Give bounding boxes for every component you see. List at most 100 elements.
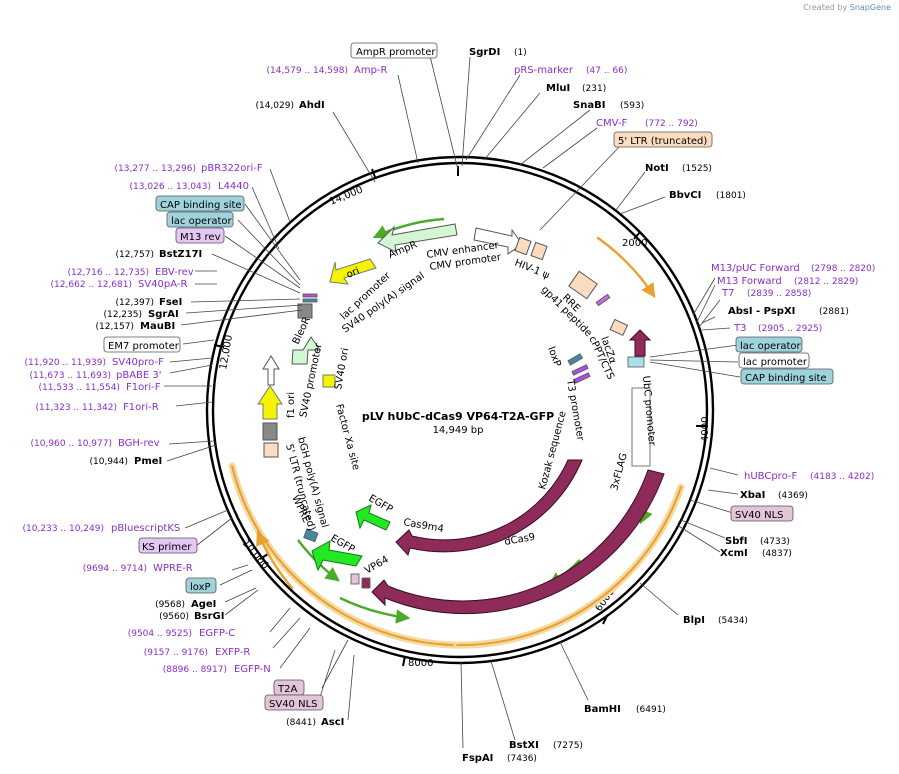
llabel-ebv-name: EBV-rev [155,267,194,278]
rlabel-bbvci-name: BbvCI [669,190,701,201]
ltr-features [514,236,629,337]
rlabel-snabi-name: SnaBI [573,100,605,111]
llabel-l4440-name: L4440 [218,181,249,192]
rlabel-xbai-name: XbaI [740,490,765,501]
rlabel-m13f-pos: (2812 .. 2829) [794,277,858,287]
llabel-pbks-name: pBluescriptKS [111,523,180,534]
plasmid-name: pLV hUbC-dCas9 VP64-T2A-GFP [362,410,554,423]
label-dcas9: dCas9 [504,532,536,548]
rlabel-snabi-pos: (593) [620,101,644,111]
llabel-bsrgi-pos: (9560) [159,612,189,622]
rlabel-bamhi-pos: (6491) [636,705,666,715]
rlabel-bamhi-name: BamHI [584,704,621,715]
llabel-egfpn-name: EGFP-N [234,664,271,675]
ampr-feature [291,223,458,365]
llabel-exfpr-pos: (9157 .. 9176) [144,648,208,658]
orange-arcs [228,236,685,649]
label-hiv-psi: HIV-1 ψ [513,258,551,282]
llabel-f1orif-pos: (11,533 .. 11,554) [39,383,120,393]
llabel-sgrai-name: SgrAI [148,309,179,320]
cas9-features [371,329,665,615]
rlabel-t7-pos: (2839 .. 2858) [747,289,811,299]
rlabel-bbvci-pos: (1801) [716,191,746,201]
llabel-f1orir-name: F1ori-R [123,402,159,413]
rlabel-prs-name: pRS-marker [514,65,574,76]
rlabel-noti-name: NotI [645,163,669,174]
rlabel-sbfi-pos: (4733) [760,537,790,547]
rlabel-prs-pos: (47 .. 66) [586,66,627,76]
rlabel-cap-site: CAP binding site [745,373,827,384]
llabel-f1orif-name: F1ori-F [126,382,161,393]
llabel-fsei-name: FseI [159,297,182,308]
rlabel-mlui-name: MluI [546,83,570,94]
label-sv40-ori: SV40 ori [333,347,351,390]
llabel-sgrai-pos: (12,235) [103,310,142,320]
label-ori: ori [345,266,361,281]
llabel-agei-pos: (9568) [155,600,185,610]
snapgene-brand: SnapGene [849,3,891,12]
plasmid-title: pLV hUbC-dCas9 VP64-T2A-GFP 14,949 bp [362,410,554,436]
rlabel-t3-pos: (2905 .. 2925) [758,324,822,334]
llabel-asci-name: AscI [321,717,344,728]
rlabel-xcmi-pos: (4837) [762,549,792,559]
llabel-l4440-pos: (13,026 .. 13,043) [130,182,211,192]
llabel-pmei-pos: (10,944) [89,457,128,467]
rlabel-xbai-pos: (4369) [778,491,808,501]
gfp-features [311,504,391,572]
rlabel-m13puc-name: M13/pUC Forward [711,263,800,274]
label-f1-ori: f1 ori [286,392,297,418]
llabel-pbr-name: pBR322ori-F [201,163,263,174]
rlabel-sv40nls: SV40 NLS [735,510,784,521]
llabel-pbr-pos: (13,277 .. 13,296) [115,164,196,174]
llabel-ampr-pos: (14,579 .. 14,598) [267,66,348,76]
llabel-ampr-name: Amp-R [354,65,388,76]
rlabel-t3-name: T3 [733,323,746,334]
llabel-exfpr-name: EXFP-R [215,647,250,658]
small-features [302,293,645,589]
rlabel-5ltr: 5' LTR (truncated) [618,136,707,147]
rlabel-cmvf-name: CMV-F [596,118,627,129]
rlabel-absi-name: AbsI - PspXI [728,306,795,317]
llabel-egfpc-pos: (9504 .. 9525) [128,629,192,639]
label-3xflag: 3xFLAG [609,452,630,492]
llabel-agei-name: AgeI [191,599,216,610]
rlabel-sgrdi-name: SgrDI [469,47,500,58]
inner-feature-labels: AmpR ori lac promoter SV40 poly(A) signa… [283,239,657,576]
rlabel-sgrdi-pos: (1) [514,48,527,58]
llabel-ebv-pos: (12,716 .. 12,735) [68,268,149,278]
label-egfp-inner: EGFP [367,493,395,515]
label-t3-promoter: T3 promoter [564,378,586,443]
rlabel-bstxi-name: BstXI [509,740,539,751]
rlabel-lac-operator: lac operator [740,341,801,352]
llabel-fsei-pos: (12,397) [115,298,154,308]
llabel-f1orir-pos: (11,323 .. 11,342) [36,403,117,413]
tick-marks [213,166,706,667]
tick-2000: 2000 [622,238,647,249]
llabel-egfpc-name: EGFP-C [199,628,235,639]
rlabel-xcmi-name: XcmI [720,548,748,559]
llabel-ahdi-name: AhdI [299,100,325,111]
rlabel-absi-pos: (2881) [819,307,849,317]
left-labels: (14,579 .. 14,598) Amp-R (14,029) AhdI (… [23,65,388,728]
outline-features [262,227,523,458]
rlabel-m13f-name: M13 Forward [717,276,782,287]
llabel-pbabe-name: pBABE 3' [116,370,162,381]
rlabel-t7-name: T7 [721,288,734,299]
rlabel-hubc-name: hUBCpro-F [744,471,797,482]
snapgene-credit: Created by SnapGene [803,3,891,12]
llabel-asci-pos: (8441) [286,718,316,728]
tick-8000: 8000 [408,658,433,669]
label-boxes [103,42,834,711]
llabel-m13rev: M13 rev [180,232,221,243]
llabel-sv40pro-name: SV40pro-F [112,357,164,368]
tick-4000: 4000 [700,417,711,442]
llabel-egfpn-pos: (8896 .. 8917) [163,665,227,675]
label-factor-xa: Factor Xa site [333,403,361,472]
llabel-maubi-pos: (12,157) [95,322,134,332]
backbone [205,155,715,665]
leader-lines [164,55,741,749]
tick-12000: 12,000 [218,334,235,370]
llabel-lac-operator: lac operator [171,216,232,227]
llabel-sv40pro-pos: (11,920 .. 11,939) [25,358,106,368]
